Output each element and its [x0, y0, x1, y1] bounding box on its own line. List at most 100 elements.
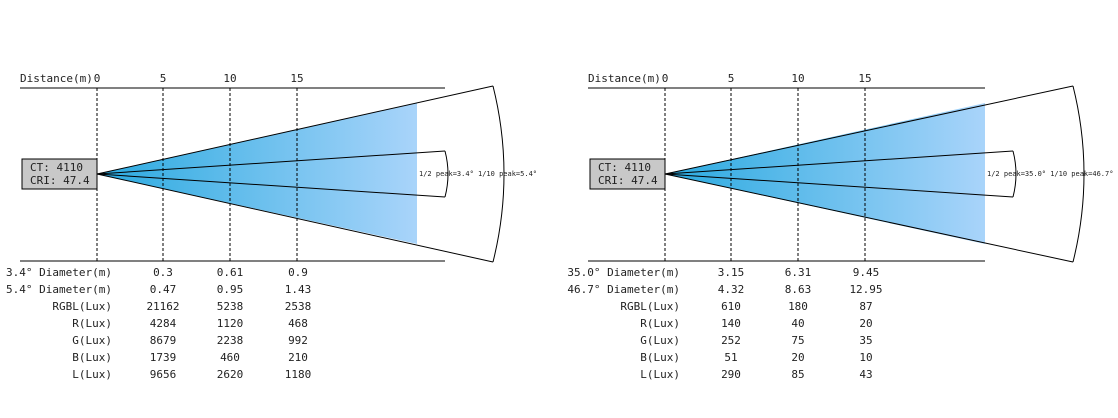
beam-cone [97, 103, 417, 244]
distance-tick-label: 0 [662, 72, 669, 85]
table-row-label: R(Lux) [640, 317, 680, 330]
peak-angle-label: 1/2 peak=3.4° 1/10 peak=5.4° [419, 170, 537, 178]
table-cell: 0.3 [153, 266, 173, 279]
table-cell: 6.31 [785, 266, 812, 279]
tenth-peak-arc [1072, 85, 1085, 263]
table-cell: 0.47 [150, 283, 177, 296]
table-cell: 290 [721, 368, 741, 381]
table-row: 35.0° Diameter(m) 3.15 6.31 9.45 [567, 266, 879, 279]
distance-label: Distance(m) [20, 72, 93, 85]
distance-tick-label: 15 [290, 72, 303, 85]
table-cell: 1739 [150, 351, 177, 364]
table-cell: 5238 [217, 300, 244, 313]
table-row-label: 5.4° Diameter(m) [6, 283, 112, 296]
table-row-label: L(Lux) [640, 368, 680, 381]
ct-cri-box [21, 158, 98, 190]
cri-label: CRI: 47.4 [598, 174, 658, 187]
half-peak-edge-bottom [96, 173, 446, 198]
tenth-peak-arc [492, 85, 505, 263]
table-cell: 51 [724, 351, 737, 364]
table-cell: 180 [788, 300, 808, 313]
distance-tick-label: 0 [94, 72, 101, 85]
table-cell: 8679 [150, 334, 177, 347]
half-peak-arc [444, 150, 449, 198]
ct-cri-box [589, 158, 666, 190]
table-row: RGBL(Lux) 610 180 87 [620, 300, 872, 313]
table-cell: 40 [791, 317, 804, 330]
table-row: L(Lux) 9656 2620 1180 [72, 368, 311, 381]
table-cell: 75 [791, 334, 804, 347]
table-row-label: 46.7° Diameter(m) [567, 283, 680, 296]
table-cell: 992 [288, 334, 308, 347]
table-row-label: L(Lux) [72, 368, 112, 381]
distance-tick-label: 5 [160, 72, 167, 85]
distance-tick-label: 5 [728, 72, 735, 85]
half-peak-edge-top [96, 150, 446, 175]
tenth-peak-edge-bottom [664, 173, 1074, 263]
table-cell: 21162 [146, 300, 179, 313]
table-cell: 9656 [150, 368, 177, 381]
ct-label: CT: 4110 [30, 161, 83, 174]
table-cell: 2620 [217, 368, 244, 381]
beam-cone [665, 103, 985, 244]
table-row: L(Lux) 290 85 43 [640, 368, 872, 381]
tenth-peak-edge-top [664, 85, 1074, 175]
table-cell: 20 [791, 351, 804, 364]
table-row: RGBL(Lux) 21162 5238 2538 [52, 300, 311, 313]
table-row-label: RGBL(Lux) [620, 300, 680, 313]
table-cell: 460 [220, 351, 240, 364]
table-row-label: B(Lux) [72, 351, 112, 364]
table-row-label: B(Lux) [640, 351, 680, 364]
table-cell: 468 [288, 317, 308, 330]
table-cell: 4.32 [718, 283, 745, 296]
table-cell: 0.95 [217, 283, 244, 296]
table-cell: 12.95 [849, 283, 882, 296]
half-peak-edge-bottom [664, 173, 1014, 198]
table-row: B(Lux) 51 20 10 [640, 351, 872, 364]
half-peak-arc [1012, 150, 1017, 198]
table-cell: 87 [859, 300, 872, 313]
distance-tick-label: 10 [791, 72, 804, 85]
table-cell: 2238 [217, 334, 244, 347]
table-cell: 8.63 [785, 283, 812, 296]
table-cell: 35 [859, 334, 872, 347]
table-row: R(Lux) 4284 1120 468 [72, 317, 308, 330]
table-cell: 3.15 [718, 266, 745, 279]
ct-label: CT: 4110 [598, 161, 651, 174]
table-cell: 10 [859, 351, 872, 364]
table-cell: 210 [288, 351, 308, 364]
distance-label: Distance(m) [588, 72, 661, 85]
table-cell: 2538 [285, 300, 312, 313]
table-row-label: RGBL(Lux) [52, 300, 112, 313]
table-cell: 4284 [150, 317, 177, 330]
peak-angle-label: 1/2 peak=35.0° 1/10 peak=46.7° [987, 170, 1113, 178]
table-cell: 43 [859, 368, 872, 381]
half-peak-edge-top [664, 150, 1014, 175]
table-row-label: R(Lux) [72, 317, 112, 330]
table-cell: 610 [721, 300, 741, 313]
table-row: G(Lux) 8679 2238 992 [72, 334, 308, 347]
table-cell: 140 [721, 317, 741, 330]
table-cell: 0.9 [288, 266, 308, 279]
table-cell: 0.61 [217, 266, 244, 279]
distance-tick-label: 10 [223, 72, 236, 85]
table-cell: 85 [791, 368, 804, 381]
table-cell: 252 [721, 334, 741, 347]
table-cell: 9.45 [853, 266, 880, 279]
table-row-label: 35.0° Diameter(m) [567, 266, 680, 279]
table-row: 3.4° Diameter(m) 0.3 0.61 0.9 [6, 266, 308, 279]
table-row: B(Lux) 1739 460 210 [72, 351, 308, 364]
table-row: 46.7° Diameter(m) 4.32 8.63 12.95 [567, 283, 882, 296]
table-row-label: G(Lux) [72, 334, 112, 347]
table-row-label: 3.4° Diameter(m) [6, 266, 112, 279]
table-cell: 1120 [217, 317, 244, 330]
distance-tick-label: 15 [858, 72, 871, 85]
table-cell: 1180 [285, 368, 312, 381]
